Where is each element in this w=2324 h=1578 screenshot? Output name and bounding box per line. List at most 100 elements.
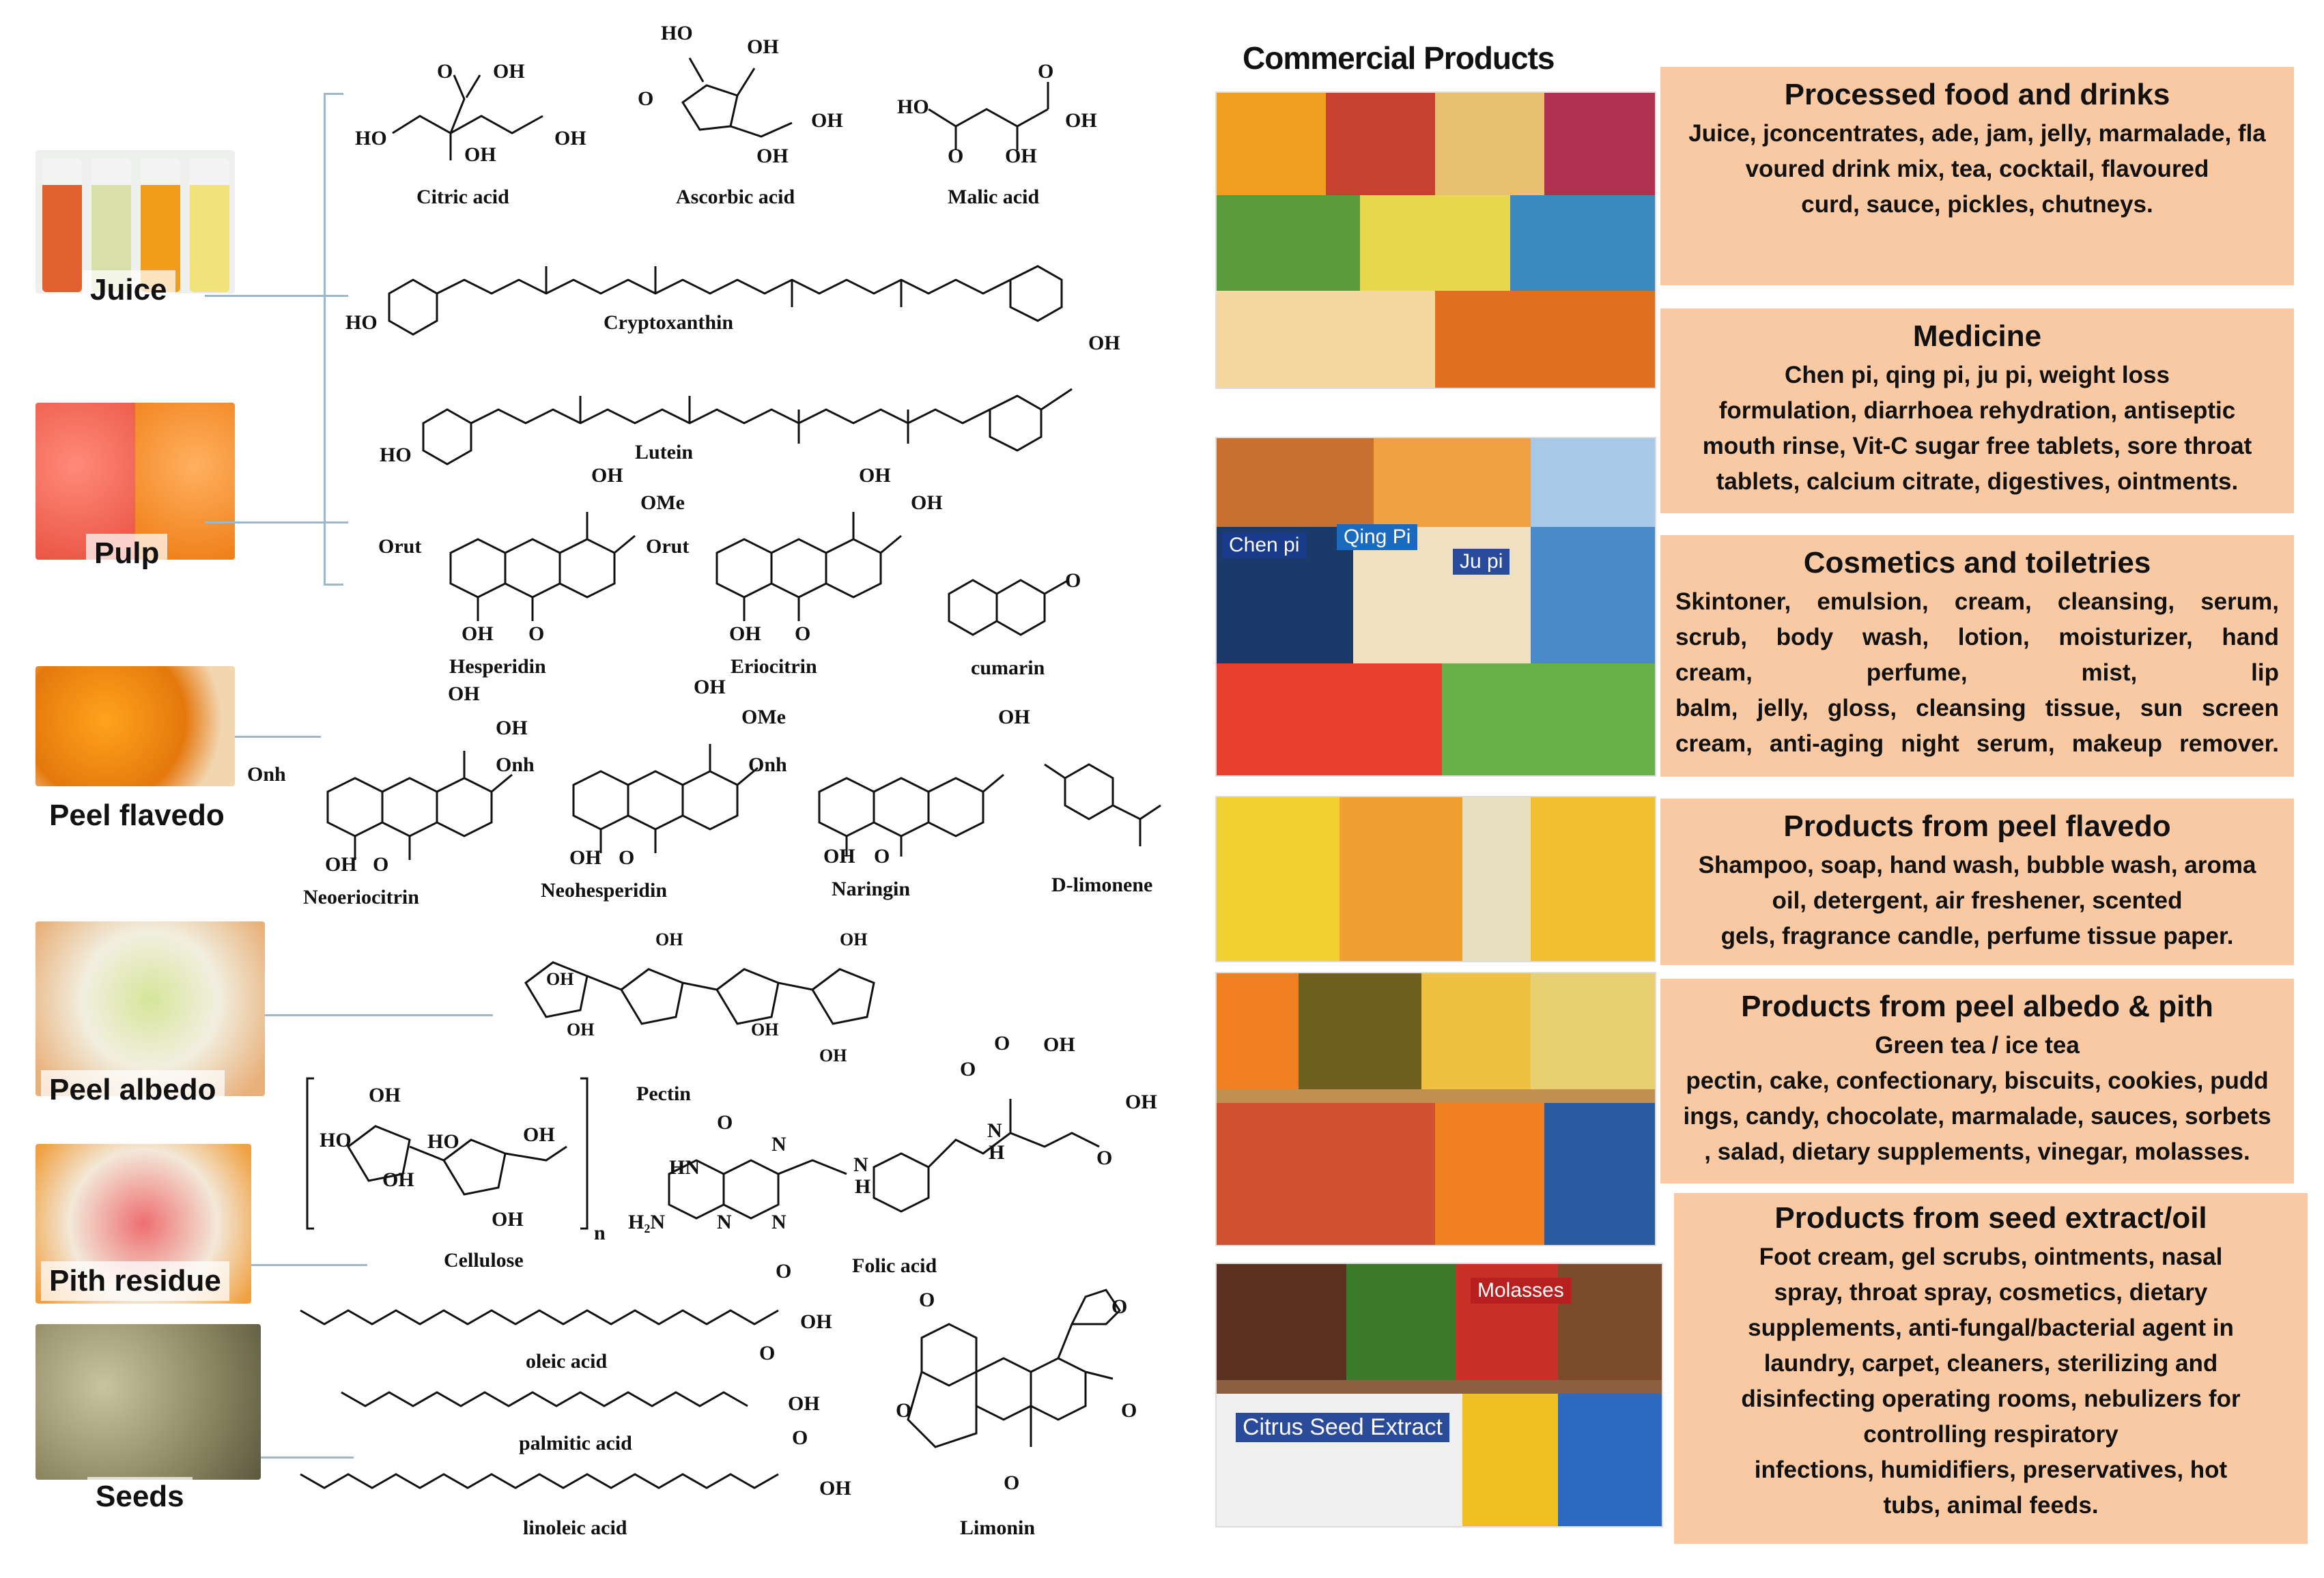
juice-pulp-bracket <box>324 93 343 586</box>
pectin-oh-3: OH <box>751 1020 779 1039</box>
box-processed-food: Processed food and drinks Juice, jconcen… <box>1660 67 2294 285</box>
collage-albedo <box>1215 972 1656 1246</box>
collage-tag-citrus-seed-extract: Citrus Seed Extract <box>1236 1413 1449 1442</box>
collage-tag-qing-pi: Qing Pi <box>1337 524 1418 550</box>
folic-acid-h-amide: H <box>989 1141 1005 1164</box>
citric-acid-oh-middle: OH <box>464 143 496 166</box>
box-medicine-line-2: formulation, diarrhoea rehydration, anti… <box>1718 397 2236 424</box>
eriocitrin-structure <box>715 512 902 621</box>
malic-acid-oh-right: OH <box>1065 109 1097 132</box>
pectin-oh-2: OH <box>655 930 683 949</box>
folic-acid-n-2: N <box>771 1211 787 1233</box>
mol-name-palmitic-acid: palmitic acid <box>519 1432 632 1454</box>
folic-acid-n-1: N <box>717 1211 732 1233</box>
neoeriocitrin-o-bottom: O <box>373 853 389 876</box>
eriocitrin-oh-top: OH <box>859 464 891 487</box>
box-cosmetics-line-4: balm, jelly, gloss, cleansing tissue, su… <box>1675 695 2279 721</box>
naringin-oh-right: OH <box>998 706 1030 728</box>
box-seed-line-5: disinfecting operating rooms, nebulizers… <box>1741 1386 2241 1412</box>
folic-acid-hn: HN <box>669 1156 700 1179</box>
box-albedo-line-2: pectin, cake, confectionary, biscuits, c… <box>1686 1067 2269 1094</box>
mol-name-ascorbic-acid: Ascorbic acid <box>676 186 795 208</box>
neoeriocitrin-oh-right: OH <box>496 717 528 739</box>
seeds-photo <box>36 1324 261 1480</box>
limonin-o-4: O <box>1121 1399 1137 1422</box>
hesperidin-orut: Orut <box>378 535 422 558</box>
d-limonene-structure <box>1044 763 1161 846</box>
box-seed-line-2: spray, throat spray, cosmetics, dietary <box>1774 1279 2208 1306</box>
box-cosmetics-line-2: scrub, body wash, lotion, moisturizer, h… <box>1675 624 2279 650</box>
mol-name-hesperidin: Hesperidin <box>449 655 546 678</box>
box-processed-food-line-3: curd, sauce, pickles, chutneys. <box>1801 191 2153 218</box>
connector-pith-residue <box>251 1264 367 1266</box>
box-medicine-line-4: tablets, calcium citrate, digestives, oi… <box>1716 468 2239 495</box>
naringin-oh-bottom: OH <box>823 845 855 867</box>
box-seed-line-8: tubs, animal feeds. <box>1883 1492 2099 1519</box>
cellulose-oh-1: OH <box>369 1084 401 1106</box>
malic-acid-o-top: O <box>1038 60 1054 83</box>
folic-acid-h2n: H₂N <box>628 1211 665 1233</box>
lutein-structure <box>422 388 1073 465</box>
collage-tag-ju-pi: Ju pi <box>1453 549 1510 575</box>
folic-acid-o-right: O <box>1096 1147 1113 1169</box>
box-flavedo-line-1: Shampoo, soap, hand wash, bubble wash, a… <box>1698 852 2256 878</box>
part-label-peel-flavedo: Peel flavedo <box>41 796 233 835</box>
box-albedo-line-1: Green tea / ice tea <box>1875 1032 2080 1059</box>
citric-acid-o-top: O <box>437 60 453 83</box>
oleic-acid-o: O <box>776 1260 792 1282</box>
eriocitrin-oh-bottom: OH <box>729 622 761 645</box>
part-label-peel-albedo: Peel albedo <box>41 1070 225 1110</box>
eriocitrin-orut: Orut <box>646 535 690 558</box>
ascorbic-acid-o-ring: O <box>638 87 654 110</box>
ascorbic-acid-oh-top: OH <box>747 35 779 58</box>
box-albedo-line-4: , salad, dietary supplements, vinegar, m… <box>1704 1138 2250 1165</box>
neohesperidin-onh: Onh <box>496 754 535 776</box>
cellulose-n: n <box>594 1222 606 1244</box>
pectin-structure <box>524 961 875 1025</box>
pectin-oh-1: OH <box>546 969 574 989</box>
pectin-oh-6: OH <box>819 1046 847 1065</box>
folic-acid-oh-right: OH <box>1125 1091 1157 1113</box>
ascorbic-acid-oh-right: OH <box>811 109 843 132</box>
limonin-structure <box>907 1289 1121 1448</box>
cellulose-oh-4: OH <box>492 1208 524 1231</box>
mol-name-pectin: Pectin <box>636 1082 691 1105</box>
mol-name-linoleic-acid: linoleic acid <box>523 1517 627 1539</box>
linoleic-acid-structure <box>300 1473 779 1489</box>
folic-acid-h-amine: H <box>855 1175 871 1198</box>
part-label-pith-residue: Pith residue <box>41 1261 229 1301</box>
limonin-o-3: O <box>1004 1472 1020 1494</box>
mol-name-lutein: Lutein <box>635 441 694 463</box>
folic-acid-o-left: O <box>717 1111 733 1134</box>
hesperidin-oh-top: OH <box>591 464 623 487</box>
peel-albedo-photo <box>36 921 265 1096</box>
folic-acid-n-amine: N <box>853 1153 868 1176</box>
box-processed-food-title: Processed food and drinks <box>1784 78 2170 111</box>
box-albedo-title: Products from peel albedo & pith <box>1741 990 2213 1023</box>
palmitic-acid-o: O <box>759 1342 776 1364</box>
peel-flavedo-photo <box>36 666 235 786</box>
folic-acid-structure <box>668 1099 1100 1220</box>
linoleic-acid-o: O <box>792 1426 808 1449</box>
malic-acid-ho: HO <box>897 96 929 118</box>
cellulose-oh-2: OH <box>382 1168 414 1191</box>
commercial-products-heading: Commercial Products <box>1243 40 1555 76</box>
malic-acid-structure <box>928 82 1049 150</box>
box-processed-food-line-2: voured drink mix, tea, cocktail, flavour… <box>1745 156 2209 182</box>
box-albedo-line-3: ings, candy, chocolate, marmalade, sauce… <box>1683 1103 2271 1130</box>
cryptoxanthin-ho: HO <box>345 311 378 334</box>
box-medicine-line-1: Chen pi, qing pi, ju pi, weight loss <box>1785 362 2170 388</box>
mol-name-citric-acid: Citric acid <box>416 186 509 208</box>
citric-acid-structure <box>392 74 543 160</box>
box-flavedo-line-2: oil, detergent, air freshener, scented <box>1772 887 2183 914</box>
neohesperidin-ome: OMe <box>741 706 786 728</box>
pectin-oh-4: OH <box>840 930 868 949</box>
box-seed-line-4: laundry, carpet, cleaners, sterilizing a… <box>1763 1350 2218 1377</box>
collage-seed: Molasses Citrus Seed Extract <box>1215 1263 1663 1527</box>
connector-peel-albedo <box>265 1014 493 1016</box>
part-label-pulp: Pulp <box>86 534 168 573</box>
box-flavedo: Products from peel flavedo Shampoo, soap… <box>1660 799 2294 965</box>
box-medicine-line-3: mouth rinse, Vit-C sugar free tablets, s… <box>1702 433 2252 459</box>
cellulose-oh-3: OH <box>523 1123 555 1146</box>
collage-processed-food <box>1215 91 1656 389</box>
